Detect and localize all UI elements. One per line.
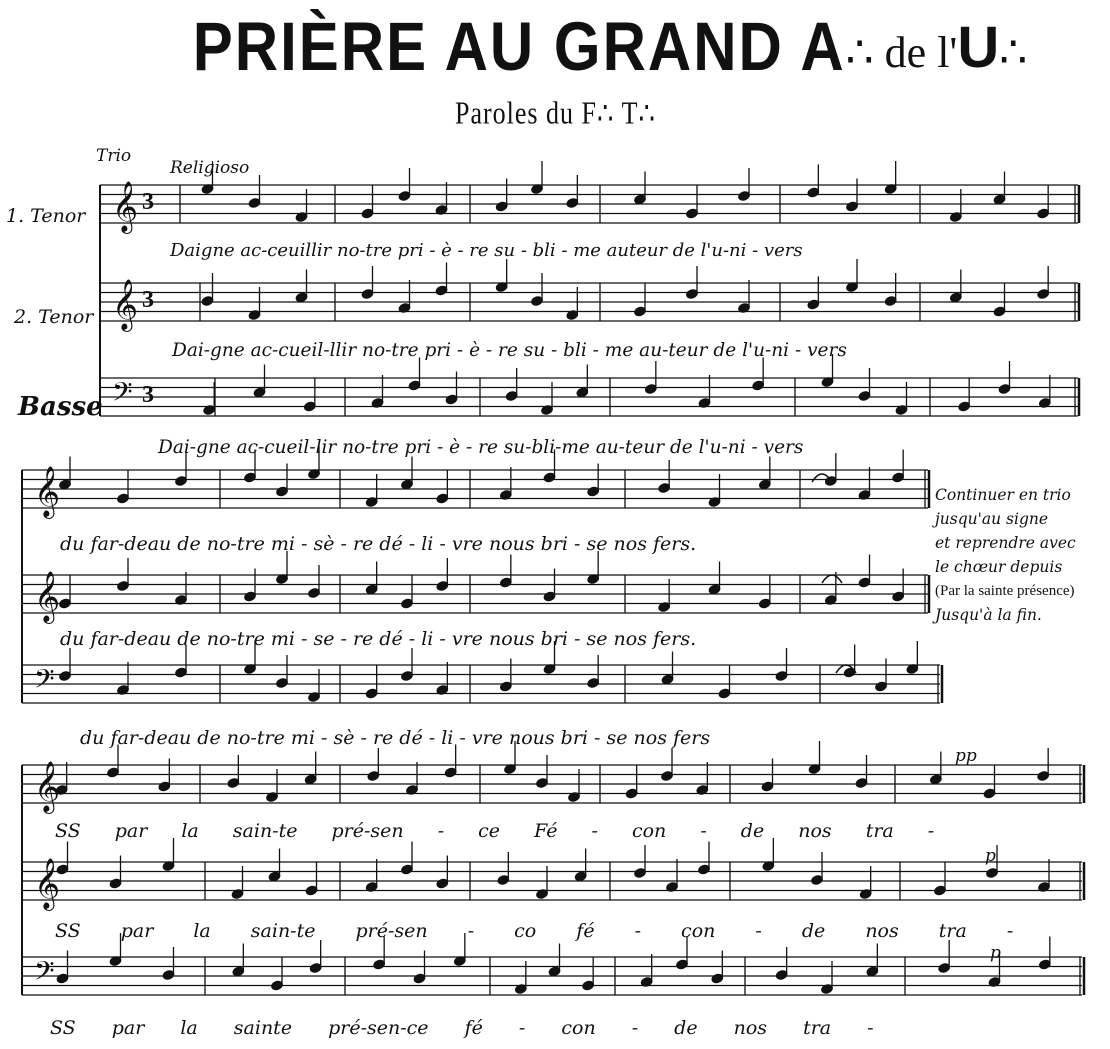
dynamic-pp: pp — [955, 746, 977, 766]
title-main: PRIÈRE AU GRAND A — [192, 7, 846, 86]
title-end: ∴ — [999, 28, 1028, 77]
lyric-sys3-tenor1: SS par la sain-te pré-sen - ce Fé - con … — [55, 820, 935, 842]
instruction-line: Continuer en trio — [935, 486, 1071, 504]
treble-clef-icon: 𝄞 — [112, 279, 138, 332]
bass-clef-icon: 𝄢 — [34, 955, 55, 993]
voice-label-basse: Basse — [18, 392, 103, 422]
fermata-icon — [811, 473, 833, 483]
treble-clef-icon: 𝄞 — [34, 858, 60, 911]
tempo-religioso: Religioso — [170, 158, 250, 178]
instruction-line: jusqu'au signe — [935, 510, 1049, 528]
lyric-sys2-tenor2: du far-deau de no-tre mi - se - re dé - … — [60, 628, 697, 650]
time-signature: 3 — [142, 189, 154, 215]
treble-clef-icon: 𝄞 — [34, 761, 60, 814]
page-title: PRIÈRE AU GRAND A∴ de l'U∴ — [0, 8, 1110, 85]
dynamic-p-basse: p — [990, 943, 1001, 963]
subtitle: Paroles du F∴ T∴ — [455, 96, 656, 131]
time-signature: 3 — [142, 382, 154, 408]
treble-clef-icon: 𝄞 — [34, 466, 60, 519]
title-small: ∴ de l' — [845, 28, 958, 77]
treble-clef-icon: 𝄞 — [34, 571, 60, 624]
bass-clef-icon: 𝄢 — [34, 663, 55, 701]
tempo-trio: Trio — [96, 146, 132, 166]
lyric-sys1-tenor1: Daigne ac-ceuillir no-tre pri - è - re s… — [170, 240, 803, 261]
voice-label-tenor1: 1. Tenor — [6, 205, 86, 227]
instruction-line: Jusqu'à la fin. — [935, 606, 1042, 624]
instruction-block: Continuer en trio jusqu'au signe et repr… — [935, 483, 1105, 627]
instruction-line: et reprendre avec — [935, 534, 1076, 552]
fermata-icon — [835, 664, 857, 674]
bass-clef-icon: 𝄢 — [112, 376, 133, 414]
treble-clef-icon: 𝄞 — [112, 181, 138, 234]
lyric-sys3-tenor2: SS par la sain-te pré-sen - co fé - con … — [55, 920, 1014, 942]
title-main2: U — [957, 15, 1000, 80]
time-signature: 3 — [142, 287, 154, 313]
lyric-sys1-tenor2: Dai-gne ac-cueil-llir no-tre pri - è - r… — [172, 340, 847, 361]
instruction-line: (Par la sainte présence) — [935, 583, 1075, 599]
fermata-icon — [821, 574, 843, 584]
dynamic-p-tenor2: p — [985, 846, 996, 866]
lyric-sys2-tenor1: du far-deau de no-tre mi - sè - re dé - … — [60, 533, 697, 555]
voice-label-tenor2: 2. Tenor — [14, 306, 94, 328]
lyric-sys3-basse: SS par la sainte pré-sen-ce fé - con - d… — [50, 1017, 874, 1039]
instruction-line: le chœur depuis — [935, 558, 1063, 576]
lyric-sys1-basse: Dai-gne ac-cueil-lir no-tre pri - è - re… — [158, 437, 804, 458]
lyric-sys2-basse: du far-deau de no-tre mi - sè - re dé - … — [80, 727, 711, 749]
